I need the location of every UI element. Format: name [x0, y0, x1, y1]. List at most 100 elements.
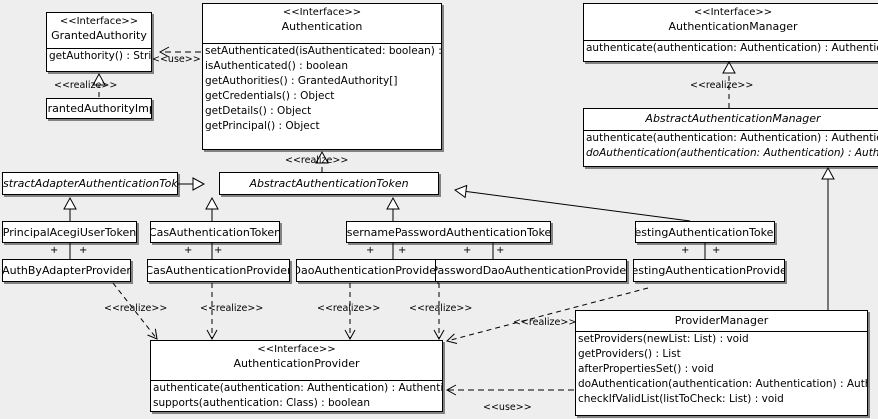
- class-name: CasAuthenticationProvider: [147, 264, 290, 277]
- multiplicity-cas-right: +: [214, 245, 223, 256]
- operation: getAuthorities() : GrantedAuthority[]: [205, 75, 398, 87]
- class-name: AuthenticationProvider: [233, 357, 360, 370]
- class-name: AuthenticationManager: [668, 20, 798, 33]
- class-header: AbstractAuthenticationManager: [584, 109, 878, 131]
- stereotype-label: <<Interface>>: [282, 7, 362, 18]
- class-header: CasAuthenticationProvider: [148, 260, 289, 281]
- class-header: ProviderManager: [576, 311, 867, 332]
- multiplicity-principal-right: +: [79, 245, 88, 256]
- class-header: <<Interface>> AuthenticationManager: [584, 4, 878, 41]
- operations-compartment: setProviders(newList: List) : void getPr…: [576, 332, 867, 407]
- operation: getDetails() : Object: [205, 105, 312, 117]
- edge-label-realize-auth-by-adapter-provider: <<realize>>: [104, 303, 168, 314]
- class-header: GrantedAuthorityImpl: [47, 99, 151, 118]
- edge-label-use-granted-authority: <<use>>: [152, 54, 201, 65]
- operation: doAuthentication(authentication: Authent…: [586, 147, 878, 159]
- stereotype-label: <<Interface>>: [693, 7, 773, 18]
- operations-compartment: authenticate(authentication: Authenticat…: [151, 381, 442, 411]
- edge-label-realize-cas-authentication-provider: <<realize>>: [200, 303, 264, 314]
- class-name: DaoAuthenticationProvider: [296, 264, 437, 277]
- class-principal-acegi-user-token[interactable]: PrincipalAcegiUserToken: [2, 221, 137, 243]
- operations-compartment: setAuthenticated(isAuthenticated: boolea…: [203, 44, 441, 134]
- multiplicity-username-left-2: +: [463, 245, 472, 256]
- multiplicity-username-left: +: [366, 245, 375, 256]
- edge-label-realize-password-dao-authentication-provider: <<realize>>: [409, 303, 473, 314]
- operation: afterPropertiesSet() : void: [578, 363, 714, 375]
- multiplicity-principal-left: +: [50, 245, 59, 256]
- edge-label-realize-abstract-authentication-manager: <<realize>>: [690, 80, 754, 91]
- class-name: UsernamePasswordAuthenticationToken: [346, 225, 551, 239]
- class-header: AbstractAuthenticationToken: [220, 173, 438, 194]
- class-name: ProviderManager: [674, 314, 769, 327]
- multiplicity-testing-left: +: [681, 245, 690, 256]
- class-auth-by-adapter-provider[interactable]: AuthByAdapterProvider: [2, 259, 131, 282]
- class-header: PasswordDaoAuthenticationProvider: [436, 260, 626, 281]
- class-testing-authentication-provider[interactable]: TestingAuthenticationProvider: [633, 259, 785, 282]
- class-name: PrincipalAcegiUserToken: [2, 225, 137, 239]
- class-name: AuthByAdapterProvider: [2, 264, 131, 277]
- class-authentication-provider[interactable]: <<Interface>> AuthenticationProvider aut…: [150, 340, 443, 412]
- class-name: CasAuthenticationToken: [150, 225, 280, 239]
- operation: doAuthentication(authentication: Authent…: [578, 378, 867, 390]
- class-header: CasAuthenticationToken: [151, 222, 279, 242]
- class-header: AuthByAdapterProvider: [3, 260, 130, 281]
- class-abstract-authentication-manager[interactable]: AbstractAuthenticationManager authentica…: [583, 108, 878, 167]
- class-header: <<Interface>> AuthenticationProvider: [151, 341, 442, 381]
- operation: supports(authentication: Class) : boolea…: [153, 397, 370, 409]
- class-name: GrantedAuthorityImpl: [47, 102, 151, 115]
- class-header: TestingAuthenticationProvider: [634, 260, 784, 281]
- class-cas-authentication-token[interactable]: CasAuthenticationToken: [150, 221, 280, 243]
- operations-compartment: authenticate(authentication: Authenticat…: [584, 131, 878, 161]
- class-name: GrantedAuthority: [51, 29, 147, 42]
- operation: getCredentials() : Object: [205, 90, 335, 102]
- class-header: TestingAuthenticationToken: [636, 222, 774, 242]
- class-password-dao-authentication-provider[interactable]: PasswordDaoAuthenticationProvider: [435, 259, 627, 282]
- class-cas-authentication-provider[interactable]: CasAuthenticationProvider: [147, 259, 290, 282]
- class-name: AbstractAdapterAuthenticationToken: [3, 177, 178, 190]
- class-granted-authority[interactable]: <<Interface>> GrantedAuthority getAuthor…: [46, 12, 152, 72]
- class-testing-authentication-token[interactable]: TestingAuthenticationToken: [635, 221, 775, 243]
- operation: getAuthority() : String: [49, 50, 152, 62]
- edge-label-realize-provider-manager: <<realize>>: [513, 317, 577, 328]
- class-header: PrincipalAcegiUserToken: [3, 222, 136, 242]
- class-header: UsernamePasswordAuthenticationToken: [347, 222, 550, 242]
- edge-label-realize-granted-authority-impl: <<realize>>: [54, 80, 118, 91]
- class-name: AbstractAuthenticationManager: [645, 112, 821, 125]
- class-name: TestingAuthenticationProvider: [633, 264, 785, 277]
- class-header: AbstractAdapterAuthenticationToken: [3, 173, 177, 194]
- operation: setProviders(newList: List) : void: [578, 333, 749, 345]
- edge-label-realize-abstract-authentication-token: <<realize>>: [285, 155, 349, 166]
- class-dao-authentication-provider[interactable]: DaoAuthenticationProvider: [296, 259, 437, 282]
- multiplicity-username-right-2: +: [496, 245, 505, 256]
- operation: setAuthenticated(isAuthenticated: boolea…: [205, 45, 442, 57]
- class-provider-manager[interactable]: ProviderManager setProviders(newList: Li…: [575, 310, 868, 416]
- multiplicity-cas-left: +: [184, 245, 193, 256]
- class-username-password-authentication-token[interactable]: UsernamePasswordAuthenticationToken: [346, 221, 551, 243]
- class-header: DaoAuthenticationProvider: [297, 260, 436, 281]
- multiplicity-testing-right: +: [712, 245, 721, 256]
- class-name: AbstractAuthenticationToken: [249, 177, 409, 190]
- class-abstract-adapter-authentication-token[interactable]: AbstractAdapterAuthenticationToken: [2, 172, 178, 195]
- stereotype-label: <<Interface>>: [59, 16, 139, 27]
- operation: authenticate(authentication: Authenticat…: [586, 132, 878, 144]
- edge-label-realize-dao-authentication-provider: <<realize>>: [317, 303, 381, 314]
- class-name: Authentication: [281, 20, 363, 33]
- edge-label-use-provider-manager: <<use>>: [483, 402, 532, 413]
- class-authentication[interactable]: <<Interface>> Authentication setAuthenti…: [202, 3, 442, 150]
- operation: getProviders() : List: [578, 348, 681, 360]
- class-authentication-manager[interactable]: <<Interface>> AuthenticationManager auth…: [583, 3, 878, 62]
- operation: authenticate(authentication: Authenticat…: [586, 42, 878, 54]
- class-granted-authority-impl[interactable]: GrantedAuthorityImpl: [46, 98, 152, 119]
- class-header: <<Interface>> Authentication: [203, 4, 441, 44]
- operation: authenticate(authentication: Authenticat…: [153, 382, 443, 394]
- operations-compartment: authenticate(authentication: Authenticat…: [584, 41, 878, 56]
- class-name: TestingAuthenticationToken: [635, 225, 775, 239]
- operation: checkIfValidList(listToCheck: List) : vo…: [578, 393, 784, 405]
- multiplicity-username-right: +: [398, 245, 407, 256]
- operation: getPrincipal() : Object: [205, 120, 320, 132]
- class-header: <<Interface>> GrantedAuthority: [47, 13, 151, 49]
- class-name: PasswordDaoAuthenticationProvider: [435, 264, 627, 277]
- class-abstract-authentication-token[interactable]: AbstractAuthenticationToken: [219, 172, 439, 195]
- stereotype-label: <<Interface>>: [257, 344, 336, 355]
